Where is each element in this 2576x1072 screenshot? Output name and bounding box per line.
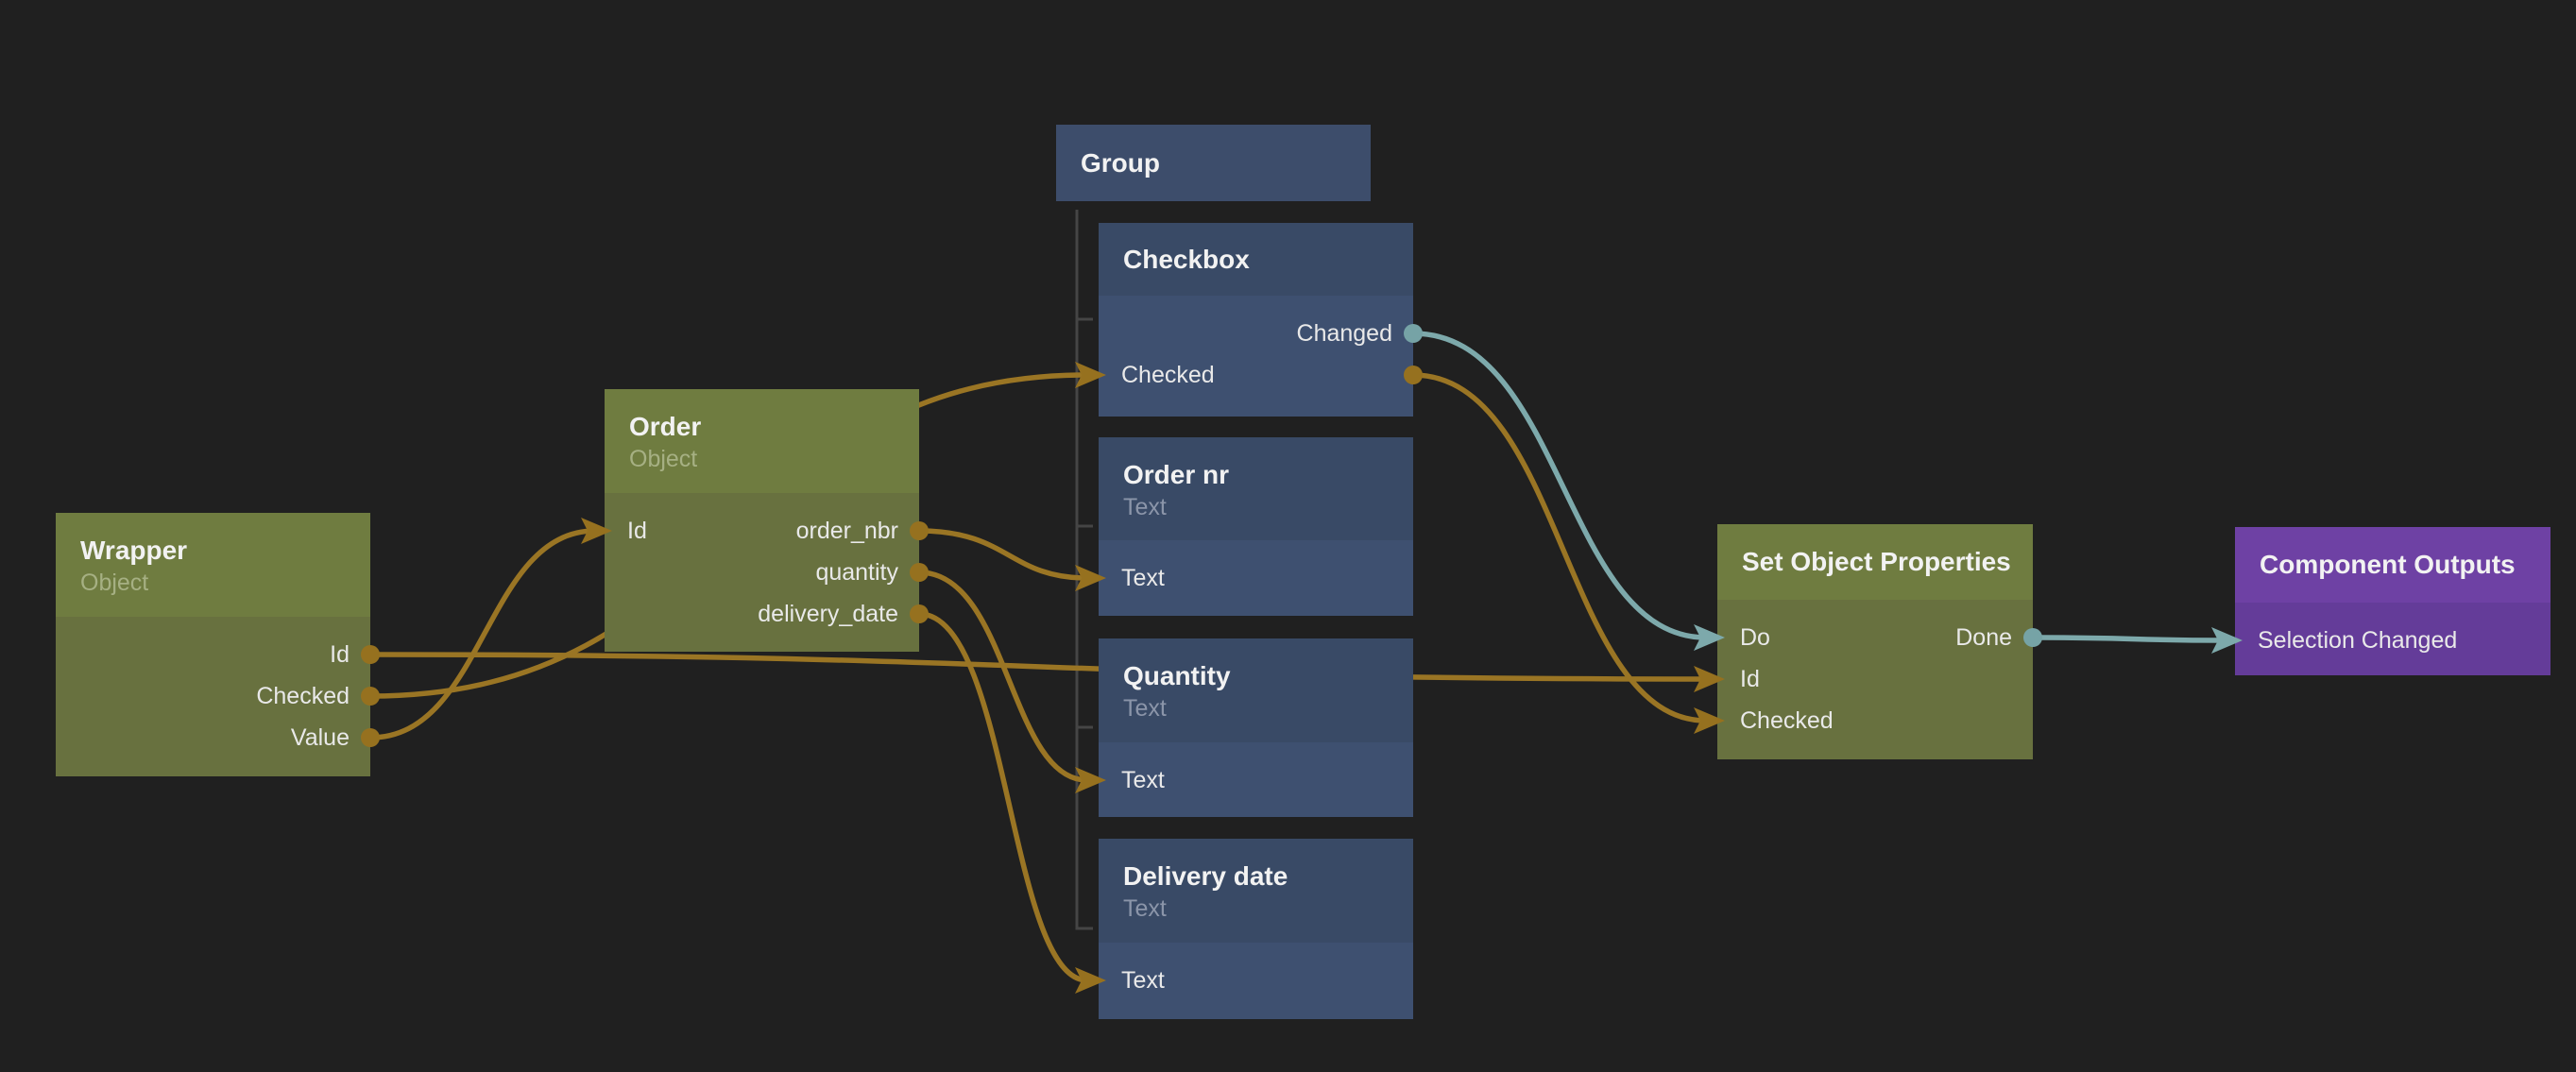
wire-checkbox-checked-to-sop-checked[interactable] <box>1412 372 1707 723</box>
node-title: Component Outputs <box>2260 550 2516 579</box>
wire-wrapper-value-to-order-id[interactable] <box>369 528 596 740</box>
port-label-ordernbr: order_nbr <box>795 517 898 544</box>
port-row-selection-changed[interactable]: Selection Changed <box>2258 620 2530 661</box>
node-subtitle: Object <box>629 446 698 472</box>
port-row-checked[interactable]: Checked <box>1740 700 2012 741</box>
node-subtitle: Text <box>1123 494 1167 520</box>
port-label-id: Id <box>1740 665 1760 692</box>
port-row-checked[interactable]: Checked <box>78 675 350 717</box>
node-wrapper-header[interactable]: Wrapper Object <box>56 513 370 617</box>
node-order-nr-body: Text <box>1099 540 1413 616</box>
node-delivery-date-body: Text <box>1099 943 1413 1019</box>
node-checkbox[interactable]: Checkbox Changed Checked <box>1099 223 1413 417</box>
wire-order-quantity-to-quantity-text[interactable] <box>918 570 1088 783</box>
node-quantity[interactable]: Quantity Text Text <box>1099 638 1413 817</box>
node-subtitle: Text <box>1123 695 1167 722</box>
port-row-text[interactable]: Text <box>1121 759 1392 801</box>
node-title: Order <box>629 412 702 441</box>
node-wrapper[interactable]: Wrapper Object Id Checked Value <box>56 513 370 776</box>
wire-order-ordernbr-to-ordernr-text[interactable] <box>918 528 1088 581</box>
node-title: Group <box>1081 147 1160 178</box>
port-row-text[interactable]: Text <box>1121 557 1392 599</box>
port-label-id: Id <box>627 517 647 544</box>
wire-order-deliverydate-to-deliverydate-text[interactable] <box>918 611 1088 983</box>
node-subtitle: Text <box>1123 895 1167 922</box>
node-order[interactable]: Order Object Id order_nbr quantity deliv… <box>605 389 919 652</box>
port-label-text: Text <box>1121 766 1165 793</box>
node-component-outputs[interactable]: Component Outputs Selection Changed <box>2235 527 2550 675</box>
node-order-body: Id order_nbr quantity delivery_date <box>605 493 919 652</box>
port-row-value[interactable]: Value <box>78 717 350 758</box>
node-order-nr-header[interactable]: Order nr Text <box>1099 437 1413 540</box>
node-quantity-header[interactable]: Quantity Text <box>1099 638 1413 742</box>
node-delivery-date[interactable]: Delivery date Text Text <box>1099 839 1413 1019</box>
wire-sop-done-to-componentoutputs[interactable] <box>2032 635 2225 643</box>
port-label-changed: Changed <box>1296 319 1392 347</box>
node-title: Order nr <box>1123 460 1230 489</box>
node-checkbox-body: Changed Checked <box>1099 296 1413 417</box>
node-set-object-properties[interactable]: Set Object Properties Do Done Id Checked <box>1717 524 2033 759</box>
node-group[interactable]: Group <box>1056 125 1371 201</box>
port-row-changed[interactable]: Changed <box>1121 313 1392 354</box>
node-wrapper-body: Id Checked Value <box>56 617 370 776</box>
port-label-value: Value <box>290 723 350 751</box>
port-label-do: Do <box>1740 623 1770 651</box>
port-row-checked[interactable]: Checked <box>1121 354 1392 396</box>
node-set-object-properties-body: Do Done Id Checked <box>1717 600 2033 759</box>
node-title: Quantity <box>1123 661 1231 690</box>
node-title: Delivery date <box>1123 861 1288 891</box>
port-row-quantity[interactable]: quantity <box>627 552 898 593</box>
node-order-nr[interactable]: Order nr Text Text <box>1099 437 1413 616</box>
group-children-connector-ticks <box>1077 317 1093 729</box>
port-row-id-ordernbr[interactable]: Id order_nbr <box>627 510 898 552</box>
port-row-id[interactable]: Id <box>78 634 350 675</box>
port-row-id[interactable]: Id <box>1740 658 2012 700</box>
node-title: Wrapper <box>80 536 188 565</box>
wire-wrapper-id-to-sop-id[interactable] <box>369 652 1707 682</box>
node-order-header[interactable]: Order Object <box>605 389 919 493</box>
port-row-text[interactable]: Text <box>1121 960 1392 1001</box>
port-label-text: Text <box>1121 564 1165 591</box>
port-label-selection-changed: Selection Changed <box>2258 626 2458 654</box>
node-set-object-properties-header[interactable]: Set Object Properties <box>1717 524 2033 600</box>
node-delivery-date-header[interactable]: Delivery date Text <box>1099 839 1413 943</box>
port-row-deliverydate[interactable]: delivery_date <box>627 593 898 635</box>
port-label-text: Text <box>1121 966 1165 994</box>
port-row-do-done[interactable]: Do Done <box>1740 617 2012 658</box>
node-title: Checkbox <box>1123 244 1250 274</box>
port-label-quantity: quantity <box>815 558 898 586</box>
group-children-connector <box>1075 210 1093 930</box>
port-label-checked: Checked <box>1121 361 1215 388</box>
node-quantity-body: Text <box>1099 742 1413 817</box>
port-label-checked: Checked <box>1740 706 1834 734</box>
node-component-outputs-header[interactable]: Component Outputs <box>2235 527 2550 603</box>
node-title: Set Object Properties <box>1742 547 2011 576</box>
node-group-header[interactable]: Group <box>1056 125 1371 201</box>
port-label-checked: Checked <box>256 682 350 709</box>
port-label-deliverydate: delivery_date <box>758 600 898 627</box>
wire-checkbox-changed-to-sop-do[interactable] <box>1412 331 1707 640</box>
node-component-outputs-body: Selection Changed <box>2235 603 2550 675</box>
node-checkbox-header[interactable]: Checkbox <box>1099 223 1413 296</box>
port-label-id: Id <box>330 640 350 668</box>
node-subtitle: Object <box>80 570 149 596</box>
port-label-done: Done <box>1955 623 2012 651</box>
